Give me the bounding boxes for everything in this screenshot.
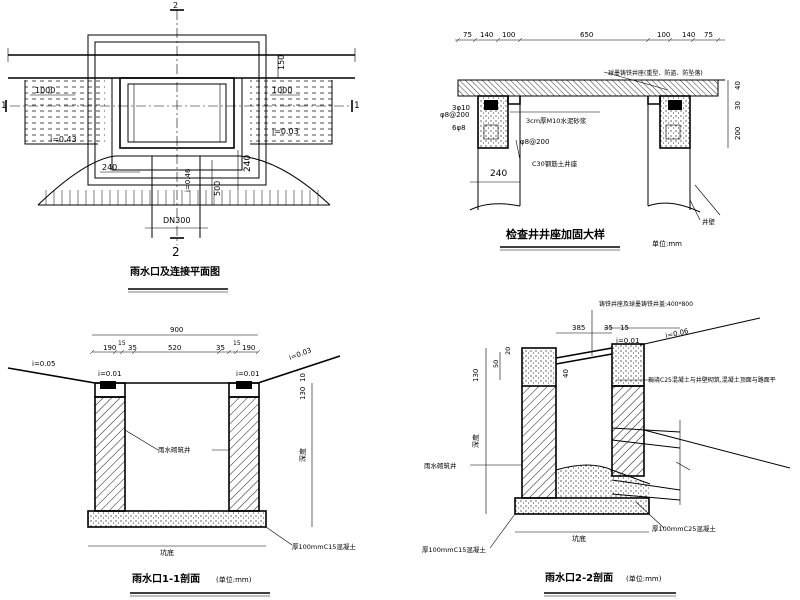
mh-side-dim-30: 30 bbox=[734, 101, 742, 110]
mh-wall-label: 井壁 bbox=[702, 217, 716, 226]
plan-dim-240-b: 240 bbox=[243, 155, 253, 172]
s22-slope-top: i=0.06 bbox=[665, 327, 690, 340]
plan-view bbox=[5, 9, 356, 245]
mh-dim-5: 140 bbox=[682, 31, 695, 39]
s11-i-left: i=0.01 bbox=[98, 370, 121, 378]
mh-dim-1: 140 bbox=[480, 31, 493, 39]
plan-section-mark-top: 2 bbox=[173, 1, 178, 10]
s22-grate-label: 铸铁井座及球墨铸铁井盖:400*800 bbox=[599, 300, 693, 308]
mh-dim-3: 650 bbox=[580, 31, 593, 39]
s22-title: 雨水口2-2剖面 bbox=[545, 571, 613, 584]
plan-slope-pipe: i=0.46 bbox=[184, 168, 192, 192]
plan-dim-1000-right: 1000 bbox=[272, 86, 292, 95]
mh-side-dim-200: 200 bbox=[734, 127, 742, 140]
s22-c25-bottom: 厚100mmC25混凝土 bbox=[652, 524, 716, 533]
s22-dim-20: 20 bbox=[504, 347, 512, 355]
s11-dim-2: 35 bbox=[128, 344, 137, 352]
plan-section-mark-left: 1 bbox=[1, 101, 7, 111]
s11-dim-1: 15 bbox=[118, 340, 126, 347]
mh-c30-label: C30钢筋土井座 bbox=[532, 159, 578, 168]
s11-dim-3: 520 bbox=[168, 344, 181, 352]
plan-dim-500: 500 bbox=[213, 181, 222, 196]
s11-dim-4: 35 bbox=[216, 344, 225, 352]
plan-dn300: DN300 bbox=[163, 216, 190, 225]
plan-dim-240: 240 bbox=[102, 163, 117, 172]
s11-slope-right: i=0.03 bbox=[288, 346, 313, 362]
s22-dim-130: 130 bbox=[472, 369, 480, 382]
mh-rebar-1: φ8@200 bbox=[440, 111, 469, 119]
plan-dim-150: 150 bbox=[277, 55, 286, 70]
plan-section-mark-bottom: 2 bbox=[172, 245, 180, 259]
mh-rebar-3: 6φ8 bbox=[452, 124, 466, 132]
s22-wall-label: 雨水砌筑井 bbox=[424, 461, 457, 470]
section-1-1 bbox=[7, 334, 341, 547]
mh-dim-240: 240 bbox=[490, 169, 507, 179]
manhole-detail bbox=[455, 37, 729, 221]
s22-c25-label: 现浇C25混凝土与井壁砌筑,混凝土顶面与路面平 bbox=[648, 376, 776, 384]
mh-dim-0: 75 bbox=[463, 31, 472, 39]
s11-dim-0: 190 bbox=[103, 344, 116, 352]
plan-dim-1000-left: 1000 bbox=[35, 86, 55, 95]
mh-side-dim-40: 40 bbox=[734, 81, 742, 90]
s22-dim-15: 15 bbox=[620, 324, 629, 332]
plan-title: 雨水口及连接平面图 bbox=[130, 265, 220, 278]
s11-bottom: 坑底 bbox=[160, 548, 174, 557]
s11-vdim-130: 130 bbox=[299, 387, 307, 400]
s11-i-right: i=0.01 bbox=[236, 370, 259, 378]
s11-dim-6: 190 bbox=[242, 344, 255, 352]
s11-slope-left: i=0.05 bbox=[32, 360, 55, 368]
plan-slope-left: i=0.43 bbox=[50, 135, 77, 144]
mh-dim-2: 100 bbox=[502, 31, 515, 39]
s22-dim-385: 385 bbox=[572, 324, 585, 332]
s22-dim-50: 50 bbox=[492, 360, 500, 368]
mh-dim-6: 75 bbox=[704, 31, 713, 39]
mh-rebar-4: φ8@200 bbox=[520, 138, 549, 146]
s11-base-label: 厚100mmC15混凝土 bbox=[292, 542, 356, 551]
mh-dim-4: 100 bbox=[657, 31, 670, 39]
s22-base-label: 厚100mmC15混凝土 bbox=[422, 545, 486, 554]
mh-title: 检查井井座加固大样 bbox=[506, 227, 605, 241]
s22-depth: 深度 bbox=[471, 434, 480, 448]
mh-mortar-label: 3cm厚M10水泥砂浆 bbox=[526, 116, 587, 125]
s11-top-total: 900 bbox=[170, 326, 183, 334]
mh-rebar-2: 3φ10 bbox=[452, 104, 470, 112]
section-2-2 bbox=[470, 310, 791, 549]
mh-unit: 单位:mm bbox=[652, 239, 682, 248]
s22-dim-40: 40 bbox=[562, 369, 570, 378]
s11-depth: 深度 bbox=[298, 448, 307, 462]
s11-title: 雨水口1-1剖面 bbox=[132, 572, 200, 585]
mh-cover-label: 球墨铸铁井座(重型、防盗、防坠落) bbox=[608, 69, 703, 77]
plan-section-mark-right: 1 bbox=[354, 101, 360, 111]
s11-unit: (单位:mm) bbox=[216, 575, 252, 584]
s11-dim-5: 15 bbox=[233, 340, 241, 347]
s11-wall-label: 雨水砌筑井 bbox=[158, 445, 191, 454]
s22-unit: (单位:mm) bbox=[626, 574, 662, 583]
s22-dim-35: 35 bbox=[604, 324, 613, 332]
s22-slope-grate: i=0.01 bbox=[616, 337, 639, 345]
plan-slope-right: i=0.03 bbox=[272, 127, 299, 136]
s11-vdim-10: 10 bbox=[299, 373, 307, 382]
s22-bottom: 坑底 bbox=[572, 534, 586, 543]
